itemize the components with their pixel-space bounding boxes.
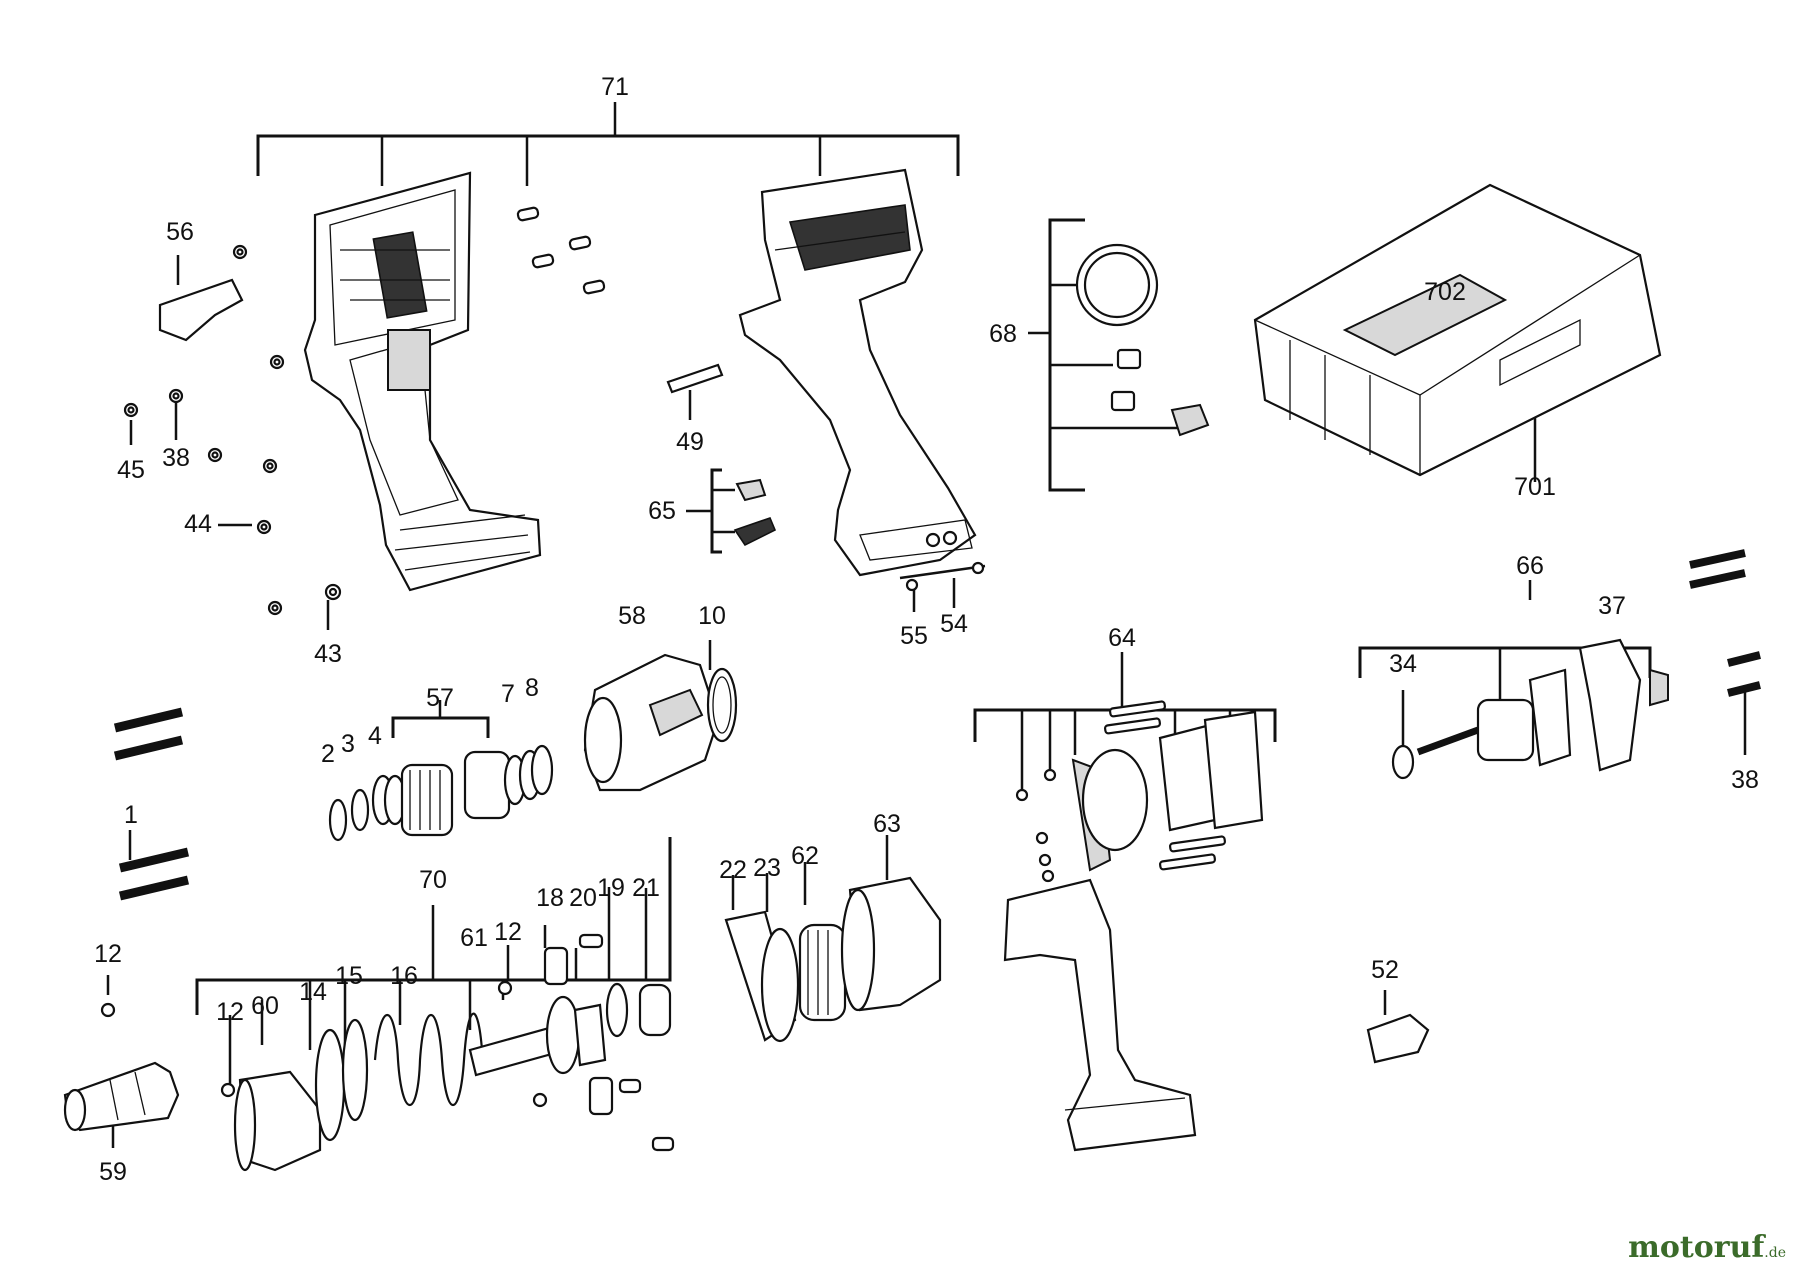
part-label-21: 21 [632, 874, 660, 902]
part-label-61: 61 [460, 924, 488, 952]
part-label-64: 64 [1108, 624, 1136, 652]
part-66-motor [1391, 549, 1761, 780]
part-label-12: 12 [494, 918, 522, 946]
part-label-12: 12 [94, 940, 122, 968]
part-19-21-rings [605, 982, 672, 1038]
part-label-701: 701 [1514, 473, 1556, 501]
watermark-tld: .de [1764, 1245, 1786, 1261]
part-label-19: 19 [597, 874, 625, 902]
part-label-65: 65 [648, 497, 676, 525]
part-label-59: 59 [99, 1158, 127, 1186]
bracket-70 [195, 837, 672, 1015]
part-label-22: 22 [719, 856, 747, 884]
part-54-55-screw [899, 561, 986, 592]
part-label-38: 38 [1731, 766, 1759, 794]
part-label-71: 71 [601, 73, 629, 101]
part-label-12: 12 [216, 998, 244, 1026]
housing-right-half [738, 168, 977, 577]
part-label-34: 34 [1389, 650, 1417, 678]
part-label-18: 18 [536, 884, 564, 912]
housing-pins [516, 206, 606, 295]
part-label-14: 14 [299, 978, 327, 1006]
part-22-23-62-63-gearset [724, 876, 942, 1043]
part-58-nose-cover [583, 653, 720, 792]
part-label-58: 58 [618, 602, 646, 630]
part-label-54: 54 [940, 610, 968, 638]
part-label-45: 45 [117, 456, 145, 484]
part-label-20: 20 [569, 884, 597, 912]
part-60-hammer [233, 1070, 322, 1172]
part-68-ring-and-bits [1075, 243, 1210, 437]
part-56-label-plate [158, 278, 244, 342]
part-57-collar-group [328, 744, 554, 842]
balls-part-12 [100, 980, 548, 1108]
part-label-23: 23 [753, 854, 781, 882]
part-label-7: 7 [501, 680, 515, 708]
part-label-8: 8 [525, 674, 539, 702]
bracket-71 [256, 102, 960, 186]
part-label-3: 3 [341, 730, 355, 758]
part-label-16: 16 [390, 962, 418, 990]
part-59-anvil [63, 1061, 180, 1132]
part-label-15: 15 [335, 962, 363, 990]
bracket-68 [1028, 218, 1180, 492]
watermark-text: motoruf [1628, 1230, 1765, 1265]
part-label-56: 56 [166, 218, 194, 246]
part-label-1: 1 [124, 801, 138, 829]
part-64-electronics [1003, 700, 1264, 1152]
part-label-60: 60 [251, 992, 279, 1020]
bracket-57 [391, 700, 490, 738]
part-label-10: 10 [698, 602, 726, 630]
part-label-66: 66 [1516, 552, 1544, 580]
part-18-20-rollers [543, 933, 675, 1152]
watermark-motoruf: motoruf.de [1628, 1230, 1786, 1265]
bracket-66 [1358, 580, 1652, 700]
part-61-shaft [468, 995, 607, 1077]
part-label-43: 43 [314, 640, 342, 668]
part-49-switch [666, 363, 724, 394]
part-label-38: 38 [162, 444, 190, 472]
part-label-68: 68 [989, 320, 1017, 348]
part-label-62: 62 [791, 842, 819, 870]
part-label-702: 702 [1424, 278, 1466, 306]
part-label-52: 52 [1371, 956, 1399, 984]
part-label-44: 44 [184, 510, 212, 538]
part-label-37: 37 [1598, 592, 1626, 620]
part-label-55: 55 [900, 622, 928, 650]
part-label-57: 57 [426, 684, 454, 712]
part-label-49: 49 [676, 428, 704, 456]
part-label-63: 63 [873, 810, 901, 838]
bracket-65 [686, 468, 735, 554]
part-701-carry-case [1253, 183, 1662, 477]
part-15-washer [341, 1018, 369, 1122]
part-14-bearing-ring [314, 1028, 346, 1142]
housing-left-half [303, 171, 542, 592]
screws-part-1 [113, 707, 190, 901]
part-65-selectors [733, 478, 777, 547]
part-52-cap [1366, 1013, 1430, 1064]
part-16-spring [373, 1012, 484, 1107]
part-10-ring [706, 667, 738, 743]
screws-left [123, 244, 342, 616]
part-label-70: 70 [419, 866, 447, 894]
part-label-4: 4 [368, 722, 382, 750]
part-label-2: 2 [321, 740, 335, 768]
